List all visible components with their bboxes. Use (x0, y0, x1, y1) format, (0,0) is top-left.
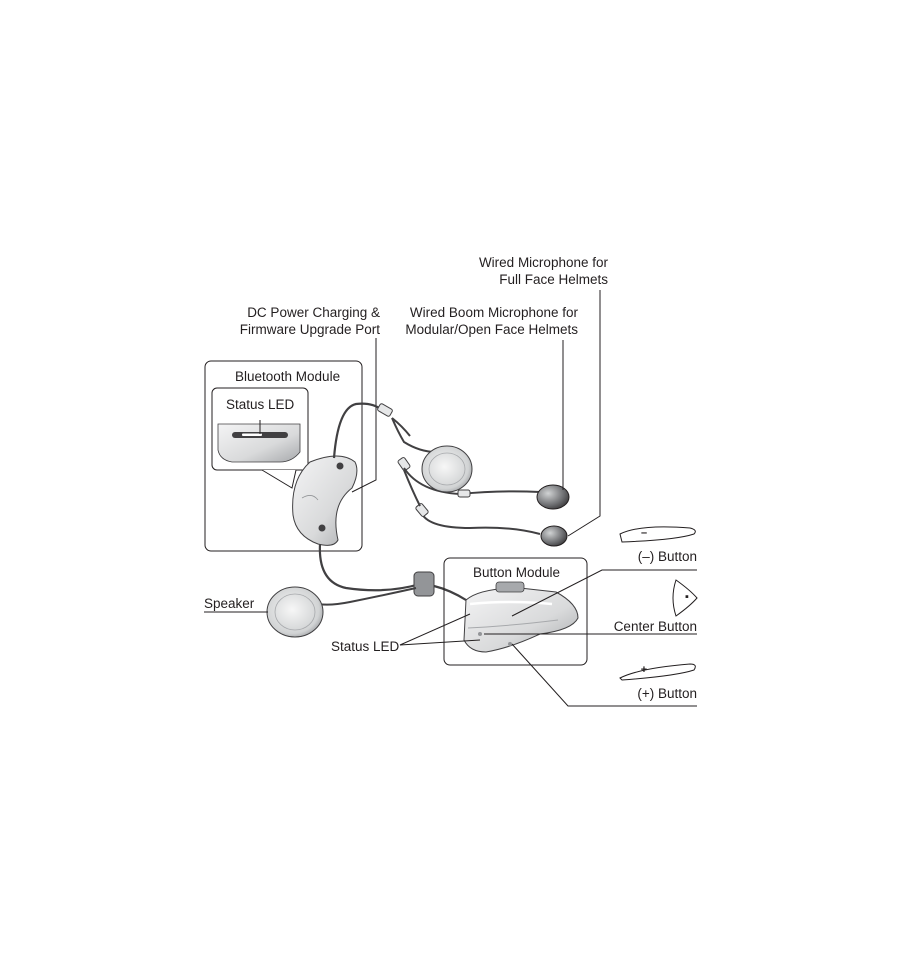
label-status-led-button: Status LED (331, 639, 400, 654)
label-status-led-inset: Status LED (226, 397, 295, 412)
plus-button-leader (511, 643, 697, 707)
inset-device-closeup (217, 423, 301, 463)
label-line: Wired Boom Microphone for (409, 305, 578, 320)
label-wired-mic-full-face: Wired Microphone for Full Face Helmets (420, 254, 608, 288)
button-module-top (495, 581, 525, 593)
minus-glyph: – (640, 527, 648, 539)
full-face-mic-head (540, 525, 568, 547)
cable-bt-to-mics (332, 402, 383, 459)
cable-bt-to-button (318, 543, 421, 592)
label-minus-button: (–) Button (637, 549, 697, 564)
cable-clip (413, 571, 435, 597)
cable-to-speaker (317, 587, 417, 606)
bt-module-screw-bottom (318, 524, 326, 532)
label-line: Full Face Helmets (499, 272, 608, 287)
button-module-frame (443, 557, 588, 666)
label-plus-button: (+) Button (637, 686, 697, 701)
label-line: Firmware Upgrade Port (239, 322, 380, 337)
center-button-shape (672, 579, 698, 617)
label-button-module: Button Module (473, 565, 561, 580)
label-bluetooth-module: Bluetooth Module (235, 369, 341, 384)
inset-pointer (261, 469, 297, 489)
label-line: Modular/Open Face Helmets (405, 322, 578, 337)
bluetooth-module-frame (204, 360, 363, 552)
status-led-leader-b (399, 639, 481, 646)
status-led-leader-a (399, 613, 471, 646)
label-center-button: Center Button (613, 619, 697, 634)
minus-button-leader (511, 569, 697, 617)
label-wired-boom-mic: Wired Boom Microphone for Modular/Open F… (390, 304, 578, 338)
bluetooth-module-body (292, 455, 358, 546)
label-line: Wired Microphone for (478, 255, 608, 270)
full-face-mic-leader (567, 290, 601, 537)
label-dc-power-port: DC Power Charging & Firmware Upgrade Por… (200, 304, 380, 338)
center-glyph: ▪ (685, 591, 689, 603)
label-speaker: Speaker (204, 596, 255, 611)
minus-button-shape (619, 526, 696, 543)
plus-button-shape (619, 663, 696, 681)
bt-module-screw-top (336, 462, 344, 470)
dc-port-leader (351, 338, 377, 493)
boom-mic-head (536, 484, 570, 510)
plus-glyph: + (640, 664, 648, 676)
label-line: DC Power Charging & (247, 305, 380, 320)
